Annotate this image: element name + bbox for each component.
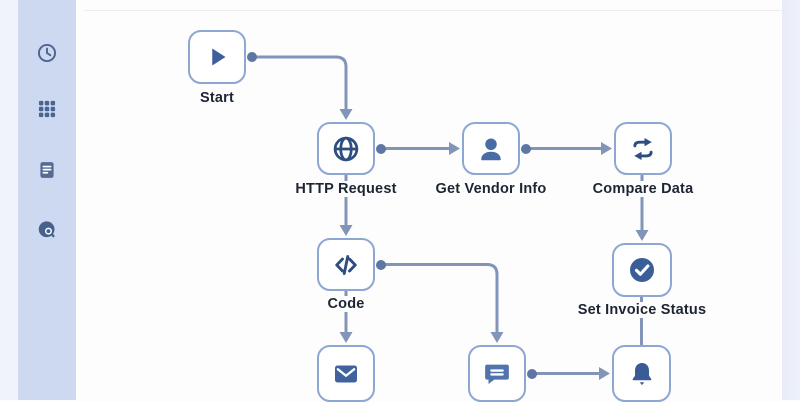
right-strip (782, 0, 800, 400)
node-compare[interactable] (614, 122, 672, 175)
sidebar (18, 0, 76, 400)
chat-bubble-icon (485, 364, 509, 384)
left-rail (0, 0, 18, 400)
node-code[interactable] (317, 238, 375, 291)
document-icon (40, 162, 54, 178)
mail-icon (335, 365, 357, 382)
edge-http-vendor[interactable] (381, 142, 460, 155)
check-circle-icon (630, 258, 654, 282)
bell-icon (632, 362, 651, 385)
node-mail[interactable] (317, 345, 375, 402)
connector-dot[interactable] (376, 259, 386, 270)
node-http[interactable] (317, 122, 375, 175)
edge-code-mail[interactable] (339, 291, 353, 343)
clock-icon (37, 43, 57, 63)
node-vendor[interactable] (462, 122, 520, 175)
node-start[interactable] (188, 30, 246, 84)
chat-search-icon (38, 221, 55, 238)
edge-start-http[interactable] (252, 55, 353, 120)
sidebar-item-history[interactable] (34, 40, 60, 66)
connector-dot[interactable] (376, 143, 386, 154)
person-icon (481, 138, 501, 160)
sidebar-item-notes[interactable] (34, 157, 60, 183)
grid-icon (38, 100, 56, 118)
sidebar-item-apps[interactable] (34, 96, 60, 122)
canvas-top-divider (84, 10, 782, 11)
edge-http-code[interactable] (339, 175, 353, 236)
connector-dot[interactable] (521, 143, 531, 154)
code-icon (335, 254, 357, 275)
edge-message-bell[interactable] (532, 367, 610, 380)
edge-compare-invoice[interactable] (635, 175, 649, 241)
node-invoice[interactable] (612, 243, 672, 297)
node-bell[interactable] (612, 345, 671, 402)
node-message[interactable] (468, 345, 526, 402)
connector-dot[interactable] (527, 368, 537, 379)
edge-code-message[interactable] (381, 263, 504, 344)
globe-icon (333, 136, 359, 161)
sidebar-item-search-chat[interactable] (34, 217, 60, 243)
swap-arrows-icon (633, 137, 653, 160)
play-icon (212, 48, 226, 66)
connector-dot[interactable] (247, 52, 257, 62)
edge-vendor-compare[interactable] (526, 142, 612, 155)
